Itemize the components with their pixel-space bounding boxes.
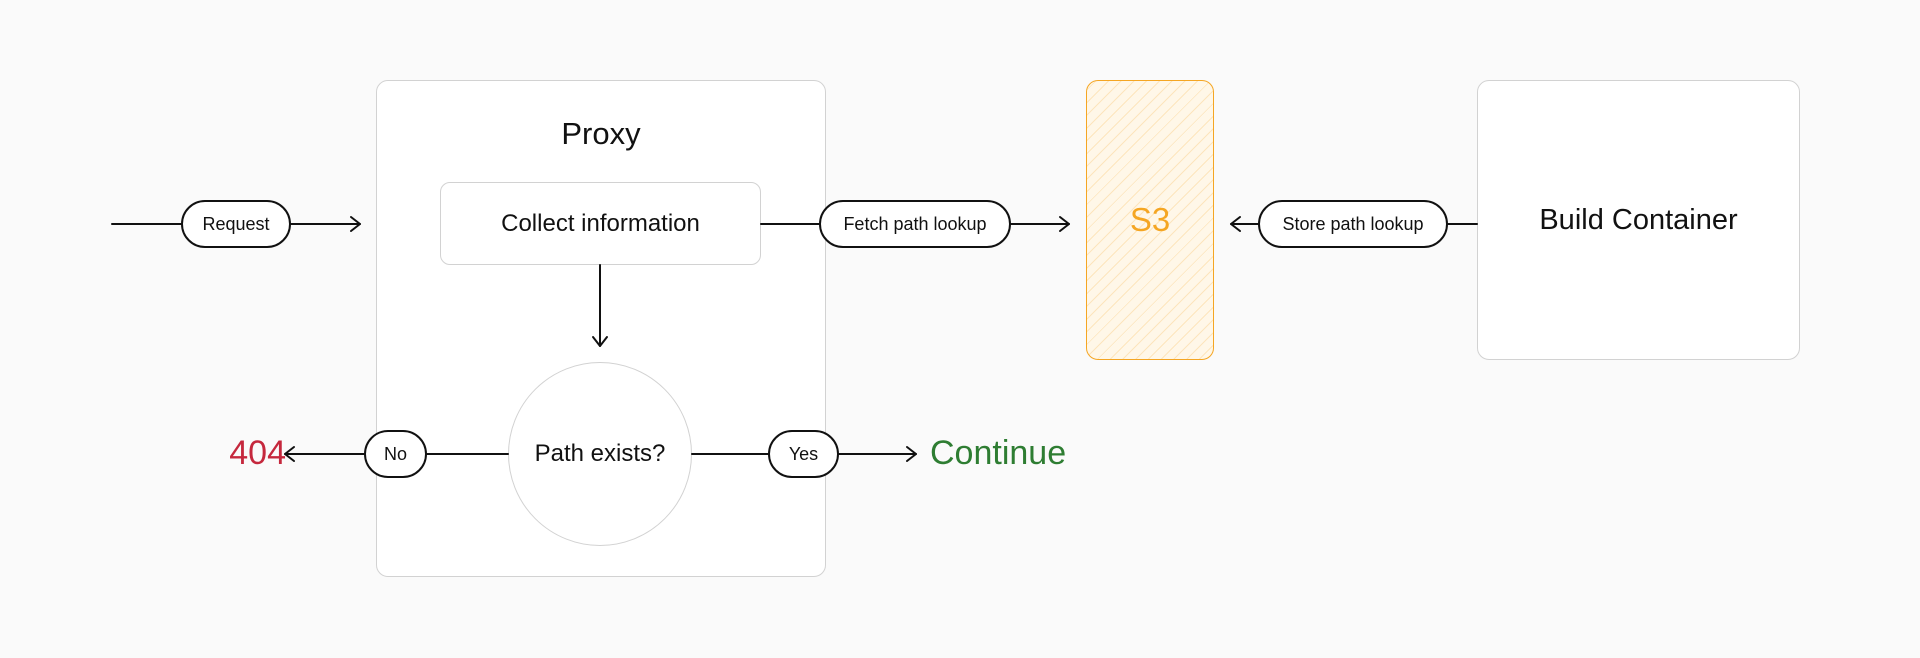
collect-to-decision-arrowhead: [592, 336, 608, 347]
yes-edge-label: Yes: [768, 430, 839, 478]
build-container-label: Build Container: [1539, 203, 1738, 236]
s3-label: S3: [1129, 201, 1171, 238]
store-arrowhead: [1230, 216, 1241, 232]
collect-information-node: [440, 182, 761, 265]
store-path-lookup-edge-label: Store path lookup: [1258, 200, 1448, 248]
path-exists-label: Path exists?: [534, 440, 666, 467]
no-arrowhead: [284, 446, 295, 462]
collect-information-label: Collect information: [501, 209, 700, 237]
proxy-title: Proxy: [561, 116, 641, 151]
build-container-node: [1477, 80, 1800, 360]
s3-storage-node: [1086, 80, 1214, 360]
request-arrowhead: [350, 216, 361, 232]
fetch-arrowhead: [1059, 216, 1070, 232]
fetch-path-lookup-edge-label: Fetch path lookup: [819, 200, 1011, 248]
continue-outcome: Continue: [930, 433, 1067, 472]
not-found-outcome: 404: [229, 433, 286, 472]
request-edge-label: Request: [181, 200, 291, 248]
yes-arrowhead: [906, 446, 917, 462]
no-edge-label: No: [364, 430, 427, 478]
